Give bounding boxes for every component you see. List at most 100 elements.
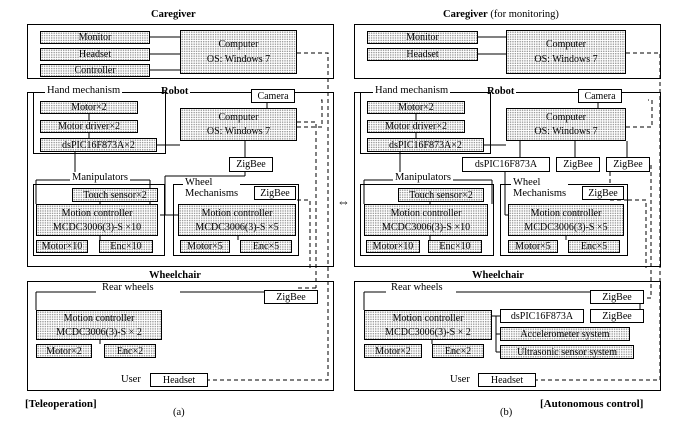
left-enc-x5: Enc×5 xyxy=(240,240,292,253)
left-mc-rear-line1: Motion controller xyxy=(63,312,135,324)
left-mc-manip-line2: MCDC3006(3)-S ×10 xyxy=(52,221,142,233)
right-wheelchair-frame xyxy=(354,281,661,391)
right-caregiver-frame xyxy=(354,24,661,79)
left-wheel-mech-line2: Mechanisms xyxy=(185,188,239,199)
right-dspic-hand: dsPIC16F873A×2 xyxy=(367,138,484,152)
left-motor-rear: Motor×2 xyxy=(36,344,92,358)
right-mc-rear: Motion controller MCDC3006(3)-S × 2 xyxy=(364,310,492,340)
right-wheel-mech-line1: Wheel xyxy=(513,177,541,188)
right-caregiver-title: Caregiver xyxy=(443,9,488,20)
right-user-headset: Headset xyxy=(478,373,536,387)
right-caregiver-computer-line1: Computer xyxy=(546,39,586,50)
right-wheel-mech-zigbee: ZigBee xyxy=(582,186,624,200)
left-robot-zigbee: ZigBee xyxy=(229,157,273,172)
left-dspic-hand: dsPIC16F873A×2 xyxy=(40,138,157,152)
right-headset: Headset xyxy=(367,48,478,61)
right-caregiver-heading: Caregiver (for monitoring) xyxy=(443,9,559,21)
left-motor-x5: Motor×5 xyxy=(180,240,230,253)
left-camera: Camera xyxy=(251,89,295,103)
right-manipulators-label: Manipulators xyxy=(393,172,453,184)
left-caption-letter: (a) xyxy=(173,407,185,418)
right-camera: Camera xyxy=(578,89,622,103)
left-caregiver-computer: Computer OS: Windows 7 xyxy=(180,30,297,74)
right-robot-computer-line1: Computer xyxy=(546,112,586,123)
left-robot-computer-line1: Computer xyxy=(218,112,259,123)
right-user-label: User xyxy=(450,374,470,385)
left-mc-manip-line1: Motion controller xyxy=(61,207,133,219)
link-arrow: ⇔ xyxy=(337,194,350,209)
right-mc-rear-line2: MCDC3006(3)-S × 2 xyxy=(385,326,471,338)
right-wheel-mech-line2: Mechanisms xyxy=(513,188,567,199)
left-caregiver-computer-line1: Computer xyxy=(218,39,259,50)
right-motor-x2: Motor×2 xyxy=(367,101,465,114)
left-user-headset: Headset xyxy=(150,373,208,387)
left-user-label: User xyxy=(121,374,141,385)
right-rear-wheels-label: Rear wheels xyxy=(389,282,445,294)
right-robot-dspic: dsPIC16F873A xyxy=(462,157,550,172)
right-mc-wheel-line1: Motion controller xyxy=(530,207,602,219)
left-touch-sensor: Touch sensor×2 xyxy=(72,188,158,202)
left-motor-x2: Motor×2 xyxy=(40,101,138,114)
right-ultrasonic: Ultrasonic sensor system xyxy=(500,345,634,359)
left-robot-title: Robot xyxy=(159,86,191,98)
right-caregiver-computer: Computer OS: Windows 7 xyxy=(506,30,626,74)
right-robot-computer: Computer OS: Windows 7 xyxy=(506,108,626,141)
right-wheelchair-title: Wheelchair xyxy=(472,270,524,281)
right-wheelchair-zigbee-1: ZigBee xyxy=(590,290,644,304)
right-caregiver-computer-line2: OS: Windows 7 xyxy=(534,54,598,65)
right-hand-mechanism-label: Hand mechanism xyxy=(373,85,451,97)
left-wheel-mech-line1: Wheel xyxy=(185,177,213,188)
right-enc-x5: Enc×5 xyxy=(568,240,620,253)
left-monitor: Monitor xyxy=(40,31,150,44)
right-motor-rear: Motor×2 xyxy=(364,344,422,358)
right-wheel-mech-label: Wheel Mechanisms xyxy=(511,177,569,199)
right-robot-zigbee-1: ZigBee xyxy=(556,157,600,172)
left-caption-mode: [Teleoperation] xyxy=(25,398,97,410)
left-wheelchair-zigbee: ZigBee xyxy=(264,290,318,304)
right-motor-x5: Motor×5 xyxy=(508,240,558,253)
right-mc-manip: Motion controller MCDC3006(3)-S ×10 xyxy=(364,204,488,236)
left-motor-driver: Motor driver×2 xyxy=(40,120,138,133)
left-rear-wheels-label: Rear wheels xyxy=(100,282,156,294)
right-wheelchair-zigbee-2: ZigBee xyxy=(590,309,644,323)
right-manipulators-frame xyxy=(360,184,494,256)
left-wheelchair-title: Wheelchair xyxy=(149,270,201,281)
left-controller: Controller xyxy=(40,64,150,77)
right-mc-wheel-line2: MCDC3006(3)-S ×5 xyxy=(524,221,608,233)
left-caregiver-title: Caregiver xyxy=(151,9,196,20)
right-caption-mode: [Autonomous control] xyxy=(540,398,644,410)
left-mc-manip: Motion controller MCDC3006(3)-S ×10 xyxy=(36,204,158,236)
left-motor-x10: Motor×10 xyxy=(36,240,88,253)
right-mc-wheel: Motion controller MCDC3006(3)-S ×5 xyxy=(508,204,624,236)
left-manipulators-label: Manipulators xyxy=(70,172,130,184)
left-robot-computer-line2: OS: Windows 7 xyxy=(206,126,271,137)
right-mc-manip-line1: Motion controller xyxy=(390,207,462,219)
right-accelerometer: Accelerometer system xyxy=(500,327,630,341)
right-mc-manip-line2: MCDC3006(3)-S ×10 xyxy=(381,221,471,233)
right-robot-title: Robot xyxy=(485,86,517,98)
right-enc-rear: Enc×2 xyxy=(432,344,484,358)
left-mc-wheel-line2: MCDC3006(3)-S ×5 xyxy=(195,221,279,233)
right-caregiver-note: (for monitoring) xyxy=(490,9,559,20)
left-manipulators-frame xyxy=(33,184,165,256)
right-robot-zigbee-2: ZigBee xyxy=(606,157,650,172)
left-hand-mechanism-label: Hand mechanism xyxy=(45,85,123,97)
right-monitor: Monitor xyxy=(367,31,478,44)
left-headset: Headset xyxy=(40,48,150,61)
right-caption-letter: (b) xyxy=(500,407,513,418)
left-caregiver-computer-line2: OS: Windows 7 xyxy=(206,54,271,65)
right-touch-sensor: Touch sensor×2 xyxy=(398,188,484,202)
left-wheel-mech-label: Wheel Mechanisms xyxy=(183,177,241,199)
left-mc-wheel: Motion controller MCDC3006(3)-S ×5 xyxy=(178,204,296,236)
left-enc-rear: Enc×2 xyxy=(104,344,156,358)
left-mc-wheel-line1: Motion controller xyxy=(201,207,273,219)
left-mc-rear-line2: MCDC3006(3)-S × 2 xyxy=(56,326,142,338)
left-robot-computer: Computer OS: Windows 7 xyxy=(180,108,297,141)
left-wheelchair-frame xyxy=(27,281,334,391)
right-robot-computer-line2: OS: Windows 7 xyxy=(534,126,598,137)
left-caregiver-frame xyxy=(27,24,334,79)
right-enc-x10: Enc×10 xyxy=(428,240,482,253)
left-enc-x10: Enc×10 xyxy=(99,240,153,253)
